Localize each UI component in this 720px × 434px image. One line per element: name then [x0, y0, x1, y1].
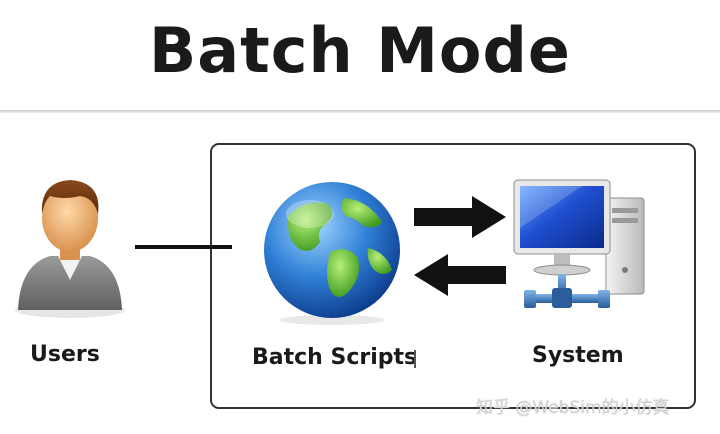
desktop-computer-icon	[513, 179, 645, 308]
user-person-icon	[15, 180, 125, 318]
diagram-title: Batch Mode	[149, 14, 571, 87]
text-cursor	[414, 350, 416, 368]
batch-scripts-label: Batch Scripts	[252, 345, 418, 370]
arrow-right-icon	[414, 196, 506, 238]
user-connector-line	[135, 245, 232, 249]
globe-icon	[264, 182, 400, 325]
title-divider	[0, 110, 720, 113]
users-label: Users	[30, 342, 100, 367]
watermark-text: 知乎 @WebSim的小仿真	[476, 398, 670, 418]
batch-system-frame	[210, 143, 696, 409]
arrow-left-icon	[414, 254, 506, 296]
system-label: System	[532, 343, 624, 368]
